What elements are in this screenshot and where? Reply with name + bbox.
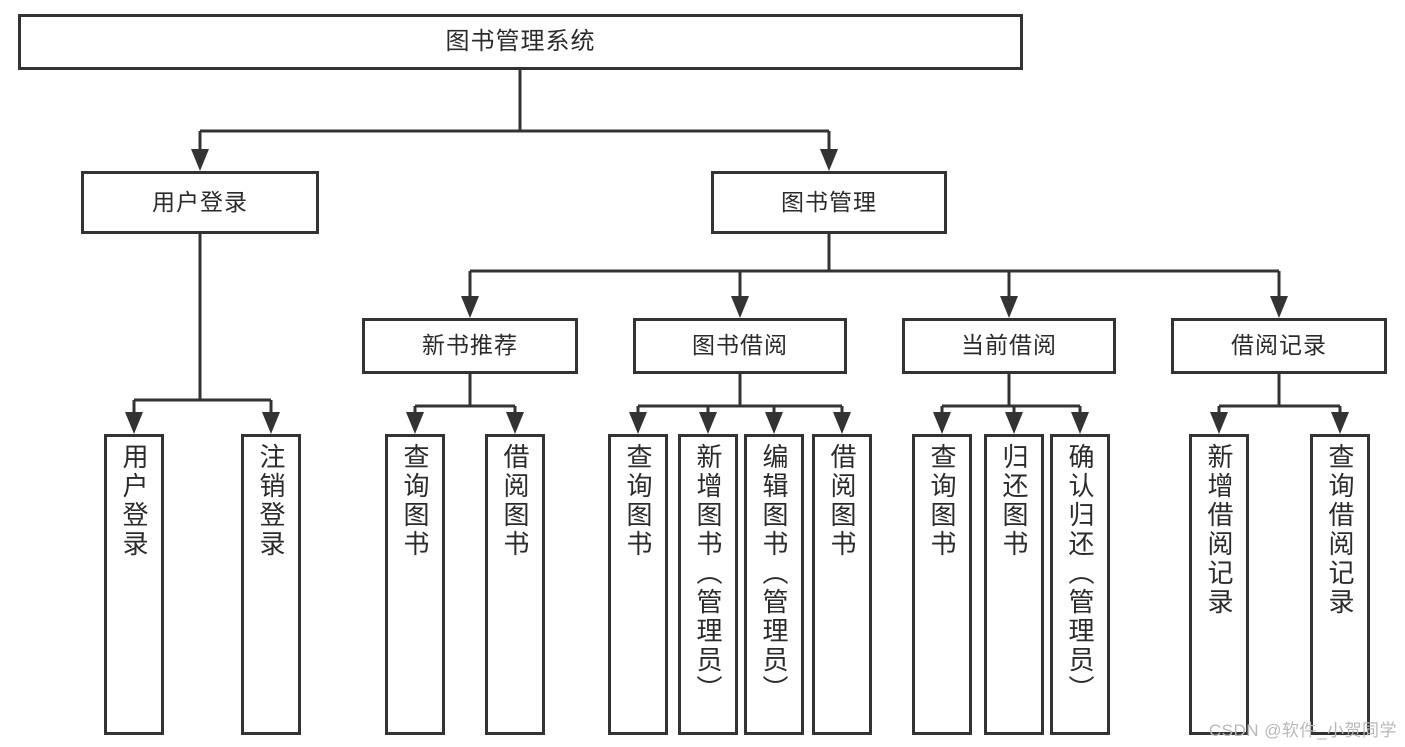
node-user-login[interactable]: 用户登录 — [81, 171, 319, 234]
node-book-borrow-label: 图书借阅 — [692, 332, 788, 359]
node-leaf-query-book-borrow[interactable]: 查询图书 — [608, 434, 668, 735]
node-leaf-user-login-label: 用户登录 — [119, 443, 149, 559]
node-leaf-user-login[interactable]: 用户登录 — [104, 434, 164, 735]
node-current-borrow[interactable]: 当前借阅 — [902, 318, 1116, 374]
node-root-label: 图书管理系统 — [445, 27, 596, 55]
node-leaf-query-book-current[interactable]: 查询图书 — [912, 434, 972, 735]
node-leaf-add-book[interactable]: 新增图书（管理员） — [678, 434, 738, 735]
node-new-book-recommend[interactable]: 新书推荐 — [362, 318, 578, 374]
node-leaf-confirm-return-label: 确认归还（管理员） — [1065, 443, 1095, 704]
node-leaf-confirm-return[interactable]: 确认归还（管理员） — [1050, 434, 1110, 735]
node-leaf-query-record[interactable]: 查询借阅记录 — [1310, 434, 1370, 735]
node-leaf-borrow-book-label: 借阅图书 — [827, 443, 857, 559]
node-leaf-return-book[interactable]: 归还图书 — [984, 434, 1044, 735]
watermark: CSDN @软件_小贺同学 — [1208, 721, 1397, 740]
node-book-manage[interactable]: 图书管理 — [711, 171, 947, 234]
node-borrow-record[interactable]: 借阅记录 — [1171, 318, 1387, 374]
node-leaf-borrow-book[interactable]: 借阅图书 — [812, 434, 872, 735]
node-leaf-return-book-label: 归还图书 — [999, 443, 1029, 559]
node-leaf-logout-label: 注销登录 — [256, 443, 286, 559]
node-leaf-borrow-book-rec-label: 借阅图书 — [500, 443, 530, 559]
node-leaf-query-book-rec-label: 查询图书 — [400, 443, 430, 559]
node-new-book-recommend-label: 新书推荐 — [422, 332, 518, 359]
node-leaf-add-record[interactable]: 新增借阅记录 — [1189, 434, 1249, 735]
node-leaf-add-record-label: 新增借阅记录 — [1204, 443, 1234, 617]
node-borrow-record-label: 借阅记录 — [1231, 332, 1327, 359]
node-leaf-query-book-rec[interactable]: 查询图书 — [385, 434, 445, 735]
node-current-borrow-label: 当前借阅 — [961, 332, 1057, 359]
node-leaf-edit-book-label: 编辑图书（管理员） — [759, 443, 789, 704]
node-leaf-borrow-book-rec[interactable]: 借阅图书 — [485, 434, 545, 735]
node-book-manage-label: 图书管理 — [781, 188, 877, 215]
node-leaf-edit-book[interactable]: 编辑图书（管理员） — [744, 434, 804, 735]
node-leaf-add-book-label: 新增图书（管理员） — [693, 443, 723, 704]
node-leaf-query-book-current-label: 查询图书 — [927, 443, 957, 559]
node-leaf-query-record-label: 查询借阅记录 — [1325, 443, 1355, 617]
node-leaf-logout[interactable]: 注销登录 — [241, 434, 301, 735]
node-root[interactable]: 图书管理系统 — [18, 14, 1023, 70]
node-leaf-query-book-borrow-label: 查询图书 — [623, 443, 653, 559]
node-user-login-label: 用户登录 — [152, 188, 248, 215]
node-book-borrow[interactable]: 图书借阅 — [633, 318, 847, 374]
